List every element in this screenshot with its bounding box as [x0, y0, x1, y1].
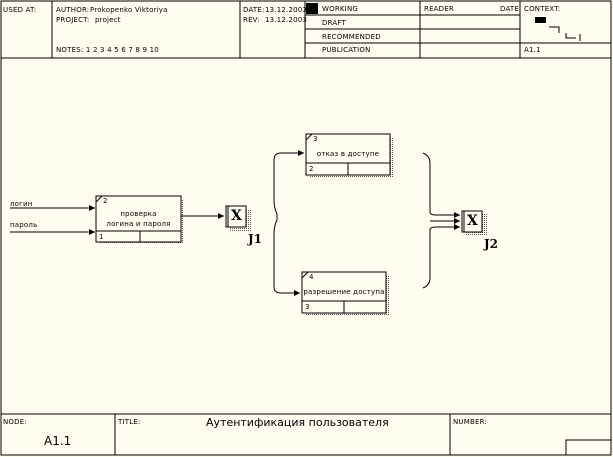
date-column-label: DATE [500, 5, 520, 13]
date-value: 13.12.2003 [265, 6, 308, 14]
box-3-name: разрешение доступа [303, 288, 385, 296]
footer-title-value: Аутентификация пользователя [206, 416, 389, 429]
box-3-number: 3 [305, 303, 310, 311]
junction-j2 [461, 210, 483, 233]
footer-node-label: NODE: [3, 418, 27, 426]
rev-value: 13.12.2003 [265, 16, 308, 24]
box-2-number: 2 [309, 165, 314, 173]
arrow-j1-box3 [273, 219, 300, 296]
junction-j1 [225, 205, 247, 228]
footer-title-label: TITLE: [118, 418, 141, 426]
date-label: DATE: [243, 6, 265, 14]
status-publication: PUBLICATION [322, 46, 371, 54]
footer-number-label: NUMBER: [453, 418, 488, 426]
activity-box-1 [95, 195, 182, 243]
footer-node-value: A1.1 [44, 434, 72, 448]
arrow-box3-j2 [422, 224, 460, 289]
rev-label: REV: [243, 16, 260, 24]
junction-j2-symbol: X [467, 213, 478, 229]
box-1-name-line-2: логина и пароля [106, 220, 171, 228]
box-1-number: 1 [99, 233, 104, 241]
notes: NOTES: 1 2 3 4 5 6 7 8 9 10 [56, 46, 159, 54]
used-at-label: USED AT: [3, 6, 37, 14]
junction-j1-label: J1 [248, 232, 263, 246]
status-recommended: RECOMMENDED [322, 33, 381, 41]
status-working: WORKING [322, 5, 359, 13]
box-2-corner: 3 [313, 135, 318, 143]
box-1-corner: 2 [103, 197, 108, 205]
arrow-j1-box2 [273, 150, 304, 215]
context-node: A1.1 [524, 46, 541, 54]
box-1-name-line-1: проверка [120, 210, 157, 218]
arrow-box2-j2 [422, 152, 460, 218]
box-3-corner: 4 [309, 273, 314, 281]
project-value: project [95, 16, 121, 24]
box-2-name: отказ в доступе [316, 150, 380, 158]
context-label: CONTEXT: [524, 5, 561, 13]
reader-label: READER [424, 5, 454, 13]
author-value: Prokopenko Viktoriya [90, 6, 168, 14]
junction-j1-symbol: X [231, 208, 242, 224]
input-label-login: логин [10, 200, 33, 208]
author-label: AUTHOR: [56, 6, 90, 14]
project-label: PROJECT: [56, 16, 90, 24]
input-label-password: пароль [10, 221, 38, 229]
junction-j2-label: J2 [484, 237, 499, 251]
status-draft: DRAFT [322, 19, 346, 27]
working-marker [306, 3, 318, 14]
